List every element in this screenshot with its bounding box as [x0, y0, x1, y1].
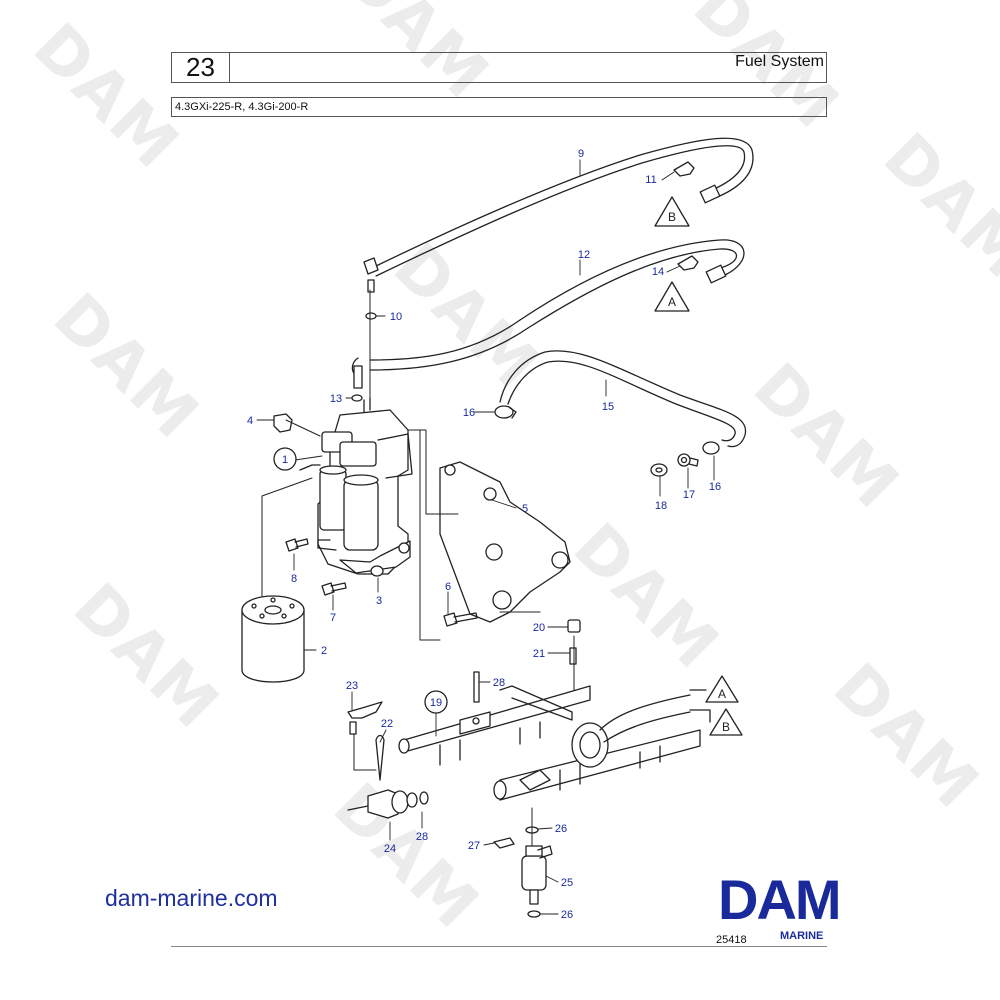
website-link[interactable]: dam-marine.com: [105, 885, 278, 911]
clip-27: [493, 837, 515, 849]
ref-triangle-b-top: [654, 196, 690, 227]
fitting-18: [650, 463, 668, 477]
clip-11: [673, 161, 695, 177]
callout-label: 23: [346, 680, 358, 692]
bolt-8: [285, 538, 309, 552]
figure-number: 25418: [716, 934, 747, 946]
callout-label: 19: [430, 697, 442, 709]
callout-label: 16: [463, 407, 475, 419]
injector-25: [521, 845, 553, 905]
o-ring-26-bottom: [527, 910, 541, 918]
callout-label: 16: [709, 481, 721, 493]
o-ring-28: [419, 791, 429, 805]
page-number: 23: [172, 53, 230, 82]
o-ring-10: [365, 312, 377, 320]
ref-label: B: [722, 720, 730, 734]
valve-21: [569, 647, 577, 665]
callout-label: 14: [652, 266, 664, 278]
leader-lines: [256, 159, 715, 915]
callout-label: 6: [445, 581, 451, 593]
callout-label: 21: [533, 648, 545, 660]
bolt-6: [443, 612, 478, 627]
fuel-hose-9: [363, 137, 754, 293]
clip-14: [677, 255, 699, 271]
callout-label: 12: [578, 249, 590, 261]
bracket-5: [439, 461, 571, 623]
ref-label: A: [668, 295, 676, 309]
bolt-7: [321, 582, 347, 596]
clamp-16-right: [702, 441, 720, 455]
callout-circle-1: [273, 447, 297, 471]
callout-label: 24: [384, 843, 396, 855]
callout-label: 8: [291, 573, 297, 585]
logo-text: DAM: [718, 875, 840, 925]
callout-label: 7: [330, 612, 336, 624]
callout-label: 27: [468, 840, 480, 852]
callout-label: 10: [390, 311, 402, 323]
o-ring-13: [351, 394, 363, 402]
callout-labels: 9 11 10 12 14 13 4 1 5 16 15 18 17 16 8 …: [247, 148, 721, 921]
callout-label: 26: [561, 909, 573, 921]
callout-label: 2: [321, 645, 327, 657]
callout-label: 18: [655, 500, 667, 512]
callout-label: 4: [247, 415, 253, 427]
clip-23: [375, 734, 385, 781]
fuel-hose-15: [499, 350, 747, 448]
header-box: 23 Fuel System: [171, 52, 827, 83]
callout-label: 3: [376, 595, 382, 607]
fuel-rail-19: [398, 685, 701, 801]
callout-label: 28: [416, 831, 428, 843]
clamp-16-top: [494, 405, 517, 419]
fuel-cell-assembly: [299, 397, 413, 575]
section-title: Fuel System: [735, 53, 824, 70]
callout-label: 20: [533, 622, 545, 634]
ref-triangle-b-rail: [689, 708, 743, 736]
callout-circle-19: [424, 690, 448, 714]
model-line: 4.3GXi-225-R, 4.3Gi-200-R: [171, 97, 827, 117]
cap-20: [567, 619, 581, 633]
callout-label: 9: [578, 148, 584, 160]
callout-label: 28: [493, 677, 505, 689]
fuel-filter-2: [241, 595, 305, 683]
callout-label: 26: [555, 823, 567, 835]
callout-label: 1: [282, 454, 288, 466]
stud-28-top: [473, 671, 480, 703]
bottom-divider: [171, 946, 827, 947]
callout-label: 11: [645, 174, 656, 186]
callout-label: 5: [522, 503, 528, 515]
callout-label: 15: [602, 401, 614, 413]
callout-label: 22: [381, 718, 393, 730]
ref-label: A: [718, 687, 726, 701]
callout-label: 13: [330, 393, 342, 405]
callout-label: 17: [683, 489, 695, 501]
callout-label: 25: [561, 877, 573, 889]
plug-4: [273, 413, 293, 433]
fitting-17: [677, 453, 699, 467]
fuel-hose-12: [351, 239, 745, 389]
ref-label: B: [668, 210, 676, 224]
sensor-24: [347, 701, 383, 735]
dam-logo: DAM: [718, 875, 842, 925]
reference-labels: B A A B: [668, 210, 730, 734]
nut-3: [370, 565, 384, 577]
assembly-lines: [261, 289, 541, 641]
ref-triangle-a-rail: [689, 675, 739, 703]
logo-subtext: MARINE: [780, 930, 824, 942]
pressure-regulator-22: [347, 789, 418, 819]
ref-triangle-a-top: [654, 281, 690, 312]
